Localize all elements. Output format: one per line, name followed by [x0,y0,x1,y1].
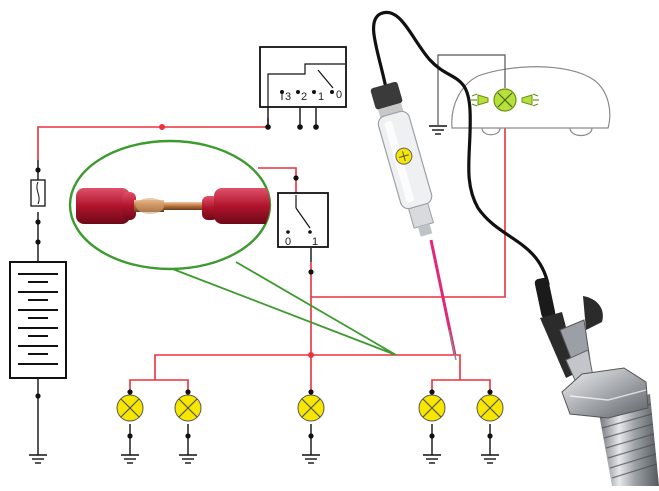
ground-icon [121,454,139,464]
ground-icon [29,454,47,464]
lamp-icon [297,389,325,439]
alligator-clip [534,277,603,397]
toggle-label-0: 0 [285,236,291,248]
wire-to-toggle [258,167,297,192]
ground-icon [429,125,447,135]
ground-symbols [29,125,499,464]
junction-dot [159,124,165,130]
lamp-icon [476,389,504,439]
selector-label-1: 1 [318,91,324,103]
tester-cable [372,10,550,286]
red-wiring [37,100,506,392]
wire-tester-loop [311,100,506,298]
wire-battery-to-selector [37,126,268,160]
ground-icon [423,454,441,464]
circuit-tester-probe [370,81,457,361]
selector-label-0: 0 [336,89,342,101]
broken-wire-callout [68,139,397,356]
lamp-icon [174,389,202,439]
selector-label-2: 2 [301,91,307,103]
junction-dot [308,352,314,358]
broken-wire-photo [76,188,270,224]
wire-left-lamps [129,379,189,392]
wire-right-lamps [431,379,491,392]
lamp-icon [418,389,446,439]
car-outline [437,54,611,137]
fuse-symbol [30,167,46,225]
lamp-icon [116,389,144,439]
ground-icon [481,454,499,464]
toggle-switch: 0 1 [277,175,329,275]
lamps [116,389,504,439]
wire-lamp-bus [154,354,461,380]
selector-label-3: 3 [285,91,291,103]
selector-switch: 3 2 1 0 [259,46,347,130]
steel-bolt [561,367,659,486]
ground-icon [179,454,197,464]
dash-lamp-icon [471,88,539,112]
battery-symbol [9,239,67,399]
junction-dots [159,124,314,358]
toggle-label-1: 1 [312,236,318,248]
ground-icon [302,454,320,464]
